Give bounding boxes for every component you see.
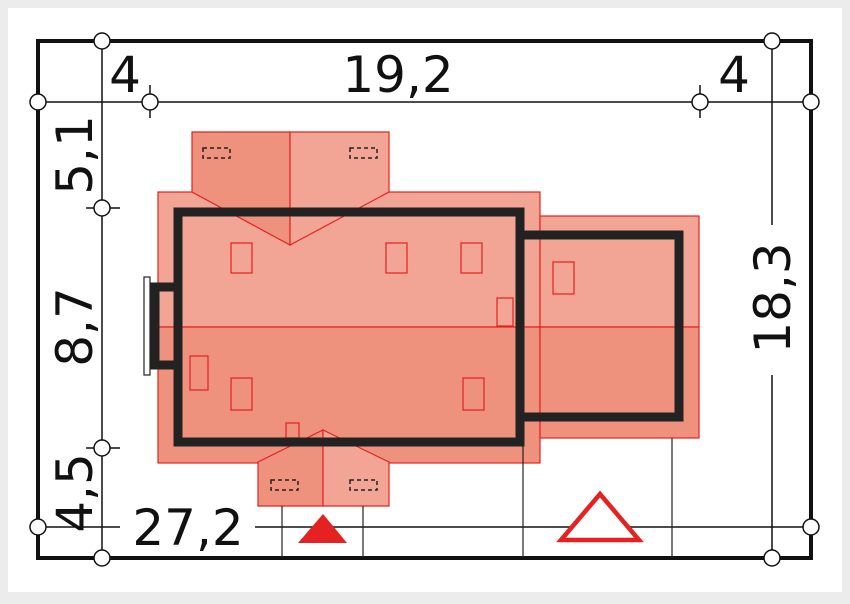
building-walls bbox=[150, 207, 684, 447]
roof-bottom-wing-right bbox=[322, 429, 390, 507]
roof-window bbox=[552, 261, 575, 295]
garage-entrance-arrow-icon bbox=[556, 490, 644, 543]
roof-windows bbox=[189, 242, 575, 439]
skylight bbox=[349, 147, 378, 159]
garage-wall bbox=[515, 230, 684, 422]
node bbox=[691, 93, 709, 111]
node bbox=[802, 93, 820, 111]
plot-boundary bbox=[36, 39, 813, 560]
dim-label-house-length: 19,2 bbox=[342, 46, 453, 104]
dim-label-house-depth: 8,7 bbox=[46, 287, 104, 367]
roof-window bbox=[496, 297, 514, 327]
dim-label-bottom-setback: 4,5 bbox=[46, 453, 104, 533]
roof-window bbox=[230, 377, 253, 411]
roof-window bbox=[230, 242, 253, 274]
bay-window-wall bbox=[150, 282, 178, 370]
node bbox=[29, 518, 47, 536]
dimension-nodes bbox=[29, 32, 820, 567]
node bbox=[93, 439, 111, 457]
node bbox=[763, 32, 781, 50]
dimension-labels: 4 19,2 4 5,1 8,7 4,5 18,3 27,2 bbox=[46, 46, 802, 557]
wing-skylights bbox=[202, 147, 378, 491]
roof-window bbox=[462, 377, 485, 411]
node bbox=[93, 32, 111, 50]
roof-top-wing-right bbox=[289, 131, 390, 247]
dimension-lines bbox=[38, 41, 811, 558]
node bbox=[141, 93, 159, 111]
roof-window bbox=[189, 355, 209, 391]
dim-label-plot-depth: 18,3 bbox=[744, 242, 802, 353]
roof-window bbox=[460, 242, 483, 274]
roof-window bbox=[385, 242, 408, 274]
dim-label-plot-width: 27,2 bbox=[132, 499, 243, 557]
skylight bbox=[270, 479, 299, 491]
label-mask-bottom bbox=[120, 500, 255, 555]
bay-window-outline bbox=[143, 276, 151, 376]
node bbox=[802, 518, 820, 536]
entrance-arrow-icon bbox=[298, 514, 347, 543]
label-mask-right bbox=[748, 225, 796, 375]
dim-label-left-setback: 4 bbox=[109, 46, 141, 104]
skylight bbox=[202, 147, 231, 159]
dim-label-right-setback: 4 bbox=[718, 46, 750, 104]
node bbox=[763, 549, 781, 567]
node bbox=[93, 199, 111, 217]
skylight bbox=[349, 479, 378, 491]
node bbox=[29, 93, 47, 111]
dim-label-top-setback: 5,1 bbox=[46, 115, 104, 195]
node bbox=[93, 549, 111, 567]
driveway-lines bbox=[281, 438, 673, 558]
